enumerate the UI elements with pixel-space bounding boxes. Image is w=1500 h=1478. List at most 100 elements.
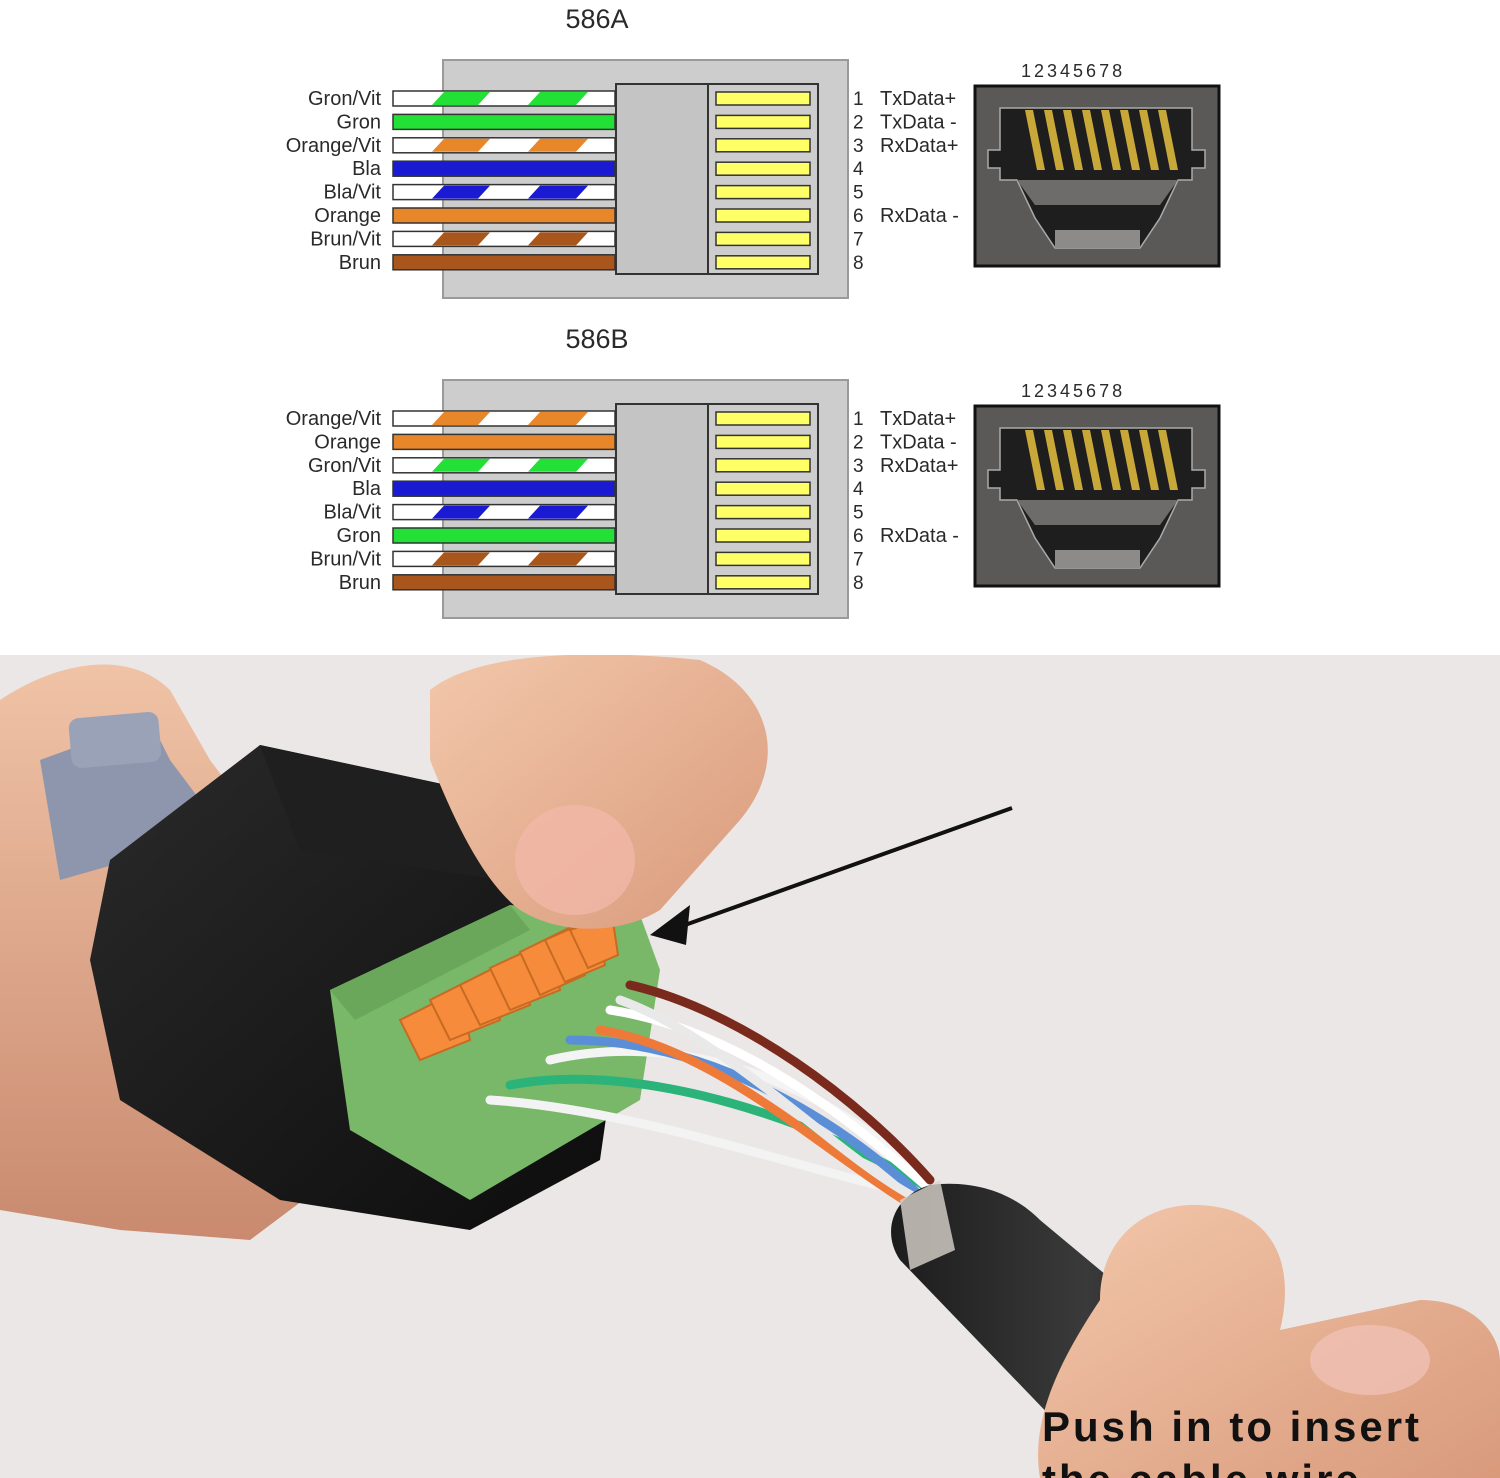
pin-number: 1 (853, 89, 864, 110)
pin-signal: RxData+ (880, 455, 958, 477)
wire (392, 254, 616, 271)
pin-contact (715, 208, 811, 223)
pin-signal: RxData - (880, 525, 959, 547)
jack-pin (1025, 430, 1045, 490)
wire-label: Bla (352, 478, 382, 500)
wire-stripe (432, 505, 490, 519)
pin-contact (715, 528, 811, 543)
jack-pin-numbers: 12345678 (1021, 61, 1125, 81)
jack-pin (1101, 110, 1121, 170)
wire-label: Gron (337, 111, 381, 133)
pin-number: 7 (853, 549, 864, 570)
pin-number: 2 (853, 432, 864, 453)
pin-signal: TxData+ (880, 408, 956, 430)
wire-stripe (432, 92, 490, 105)
pin-number: 3 (853, 456, 864, 477)
pin-number: 6 (853, 206, 864, 227)
jack-pin (1044, 110, 1064, 170)
pin-number: 8 (853, 253, 864, 274)
wire-stripe (528, 552, 588, 566)
pin-number: 6 (853, 526, 864, 547)
pin-signal: RxData - (880, 205, 959, 227)
pin-number: 5 (853, 503, 864, 524)
pin-number: 8 (853, 573, 864, 594)
jack-pin (1120, 430, 1140, 490)
callout-line-2: the cable wire (1042, 1453, 1422, 1478)
wire-label: Orange (314, 205, 381, 227)
pin-contact (715, 138, 811, 153)
pin-contact (715, 184, 811, 200)
wire-stripe (432, 138, 490, 152)
pin-number: 7 (853, 229, 864, 250)
pin-signal: TxData - (880, 111, 957, 133)
callout-arrow-line (684, 806, 1013, 927)
pin-contact (715, 114, 811, 130)
wire-stripe (432, 185, 490, 199)
jack-inner-ledge (1017, 180, 1178, 205)
jack-inner-ledge (1017, 500, 1178, 525)
wire-label: Bla (352, 158, 382, 180)
callout-text: Push in to insert the cable wire (1042, 1400, 1422, 1478)
wire-stripe (432, 412, 490, 425)
wire-stripe (528, 138, 588, 152)
wire-stripe (528, 458, 588, 472)
plug-latch (68, 712, 162, 768)
pin-contact (715, 481, 811, 496)
callout-arrow-head (650, 905, 690, 945)
contact-area (707, 83, 819, 275)
pin-contact (715, 504, 811, 520)
jack-pin (1063, 110, 1083, 170)
pin-number: 1 (853, 409, 864, 430)
wire-label: Orange/Vit (286, 408, 382, 430)
pin-signal: TxData+ (880, 88, 956, 110)
thumb (430, 655, 768, 929)
pin-signal: RxData+ (880, 135, 958, 157)
wire-label: Gron/Vit (308, 455, 381, 477)
pin-signal: TxData - (880, 431, 957, 453)
wire-stripe (528, 412, 588, 425)
pin-contact (715, 231, 811, 247)
pin-number: 2 (853, 112, 864, 133)
wire-stripe (432, 552, 490, 566)
jack-pin (1063, 430, 1083, 490)
wire-stripe (528, 92, 588, 105)
pin-contact (715, 575, 811, 590)
wire-label: Orange (314, 431, 381, 453)
callout-line-1: Push in to insert (1042, 1403, 1423, 1450)
pin-contact (715, 255, 811, 270)
jack-pin (1120, 110, 1140, 170)
jack-pin (1158, 110, 1178, 170)
wire (392, 527, 616, 544)
right-hand (1038, 1204, 1500, 1478)
pin-number: 4 (853, 159, 864, 180)
wire-label: Bla/Vit (324, 182, 382, 204)
jack-pin (1044, 430, 1064, 490)
wire-stripe (432, 232, 490, 246)
diagram-title: 586B (565, 324, 628, 354)
plug-latch-area (615, 83, 709, 275)
wire (392, 480, 616, 497)
pin-contact (715, 551, 811, 567)
wire-label: Brun/Vit (310, 228, 381, 250)
orange-levers (398, 913, 620, 1062)
wire (392, 207, 616, 224)
connector-photo: Push in to insert the cable wire (0, 655, 1500, 1478)
wire-stripe (528, 505, 588, 519)
jack-pin (1025, 110, 1045, 170)
diagram-title: 586A (565, 4, 628, 34)
wire-label: Gron (337, 525, 381, 547)
wire-stripe (528, 185, 588, 199)
wire-label: Gron/Vit (308, 88, 381, 110)
jack-pin (1082, 430, 1102, 490)
jack-pin (1101, 430, 1121, 490)
wire (392, 433, 616, 451)
pin-contact (715, 91, 811, 106)
wire-stripe (528, 232, 588, 246)
pin-contact (715, 411, 811, 426)
contact-area (707, 403, 819, 595)
wire-bundle (485, 980, 945, 1215)
jack-pin (1158, 430, 1178, 490)
